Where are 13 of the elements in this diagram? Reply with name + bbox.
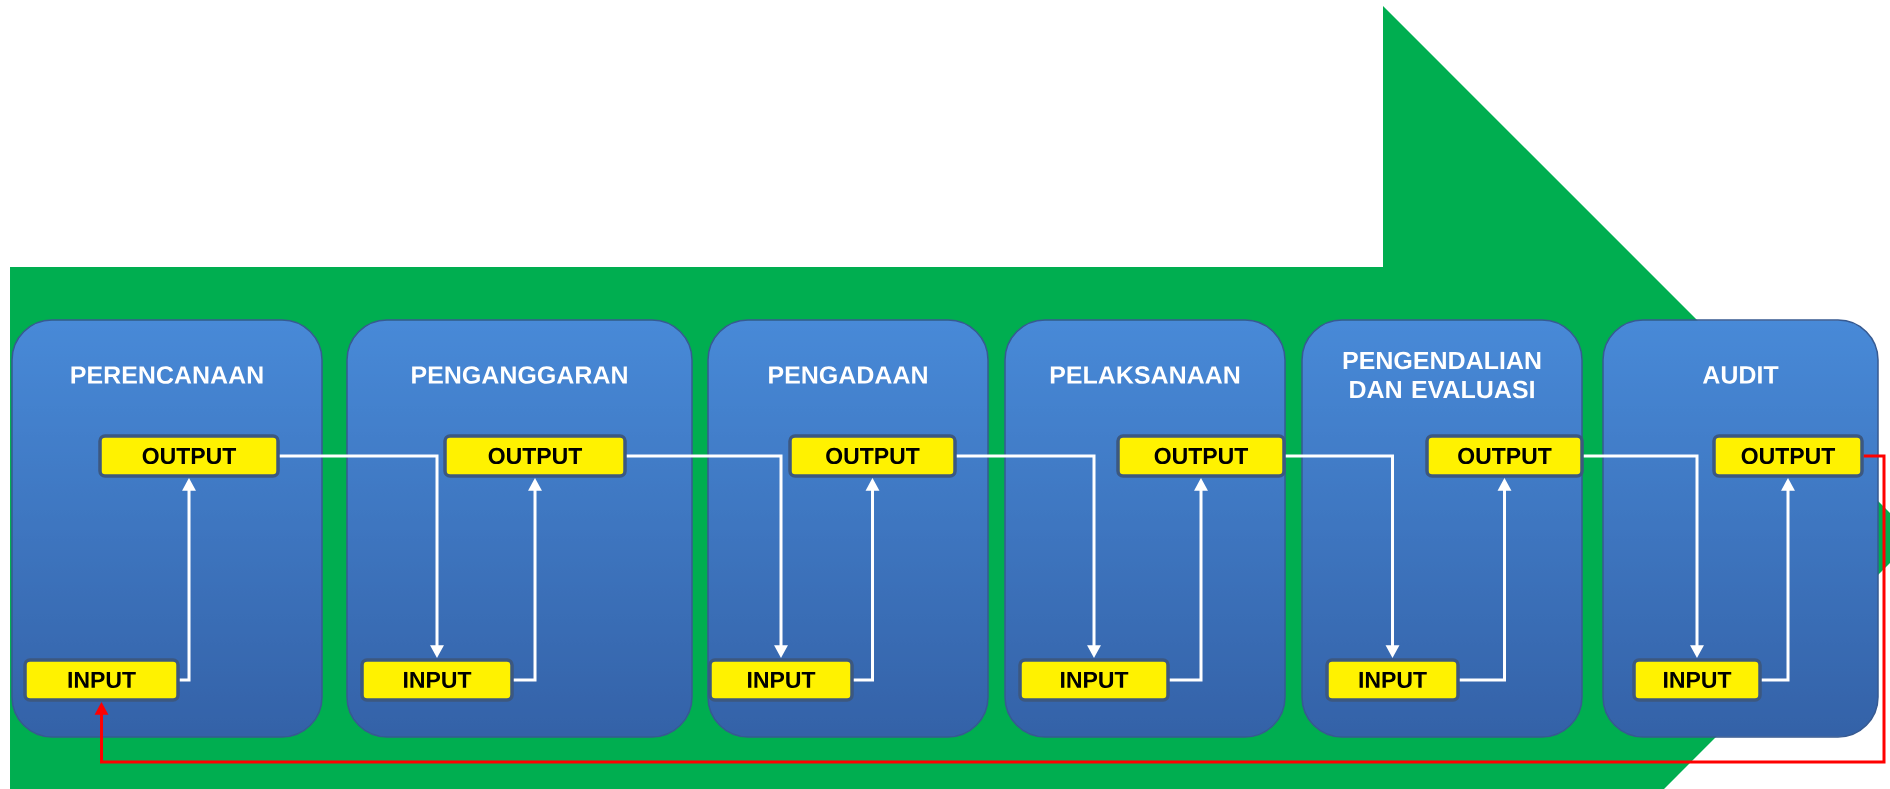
port-box: INPUT [23, 658, 180, 702]
port-box: INPUT [1325, 658, 1460, 702]
port-box: OUTPUT [98, 434, 280, 478]
port-box: INPUT [708, 658, 854, 702]
port-box: OUTPUT [1712, 434, 1864, 478]
port-box: OUTPUT [788, 434, 957, 478]
port-box: INPUT [1632, 658, 1762, 702]
port-box: INPUT [1018, 658, 1170, 702]
port-box: OUTPUT [1425, 434, 1584, 478]
arrow [94, 454, 1886, 764]
port-box: INPUT [360, 658, 514, 702]
port-box: OUTPUT [1116, 434, 1286, 478]
port-box: OUTPUT [443, 434, 627, 478]
